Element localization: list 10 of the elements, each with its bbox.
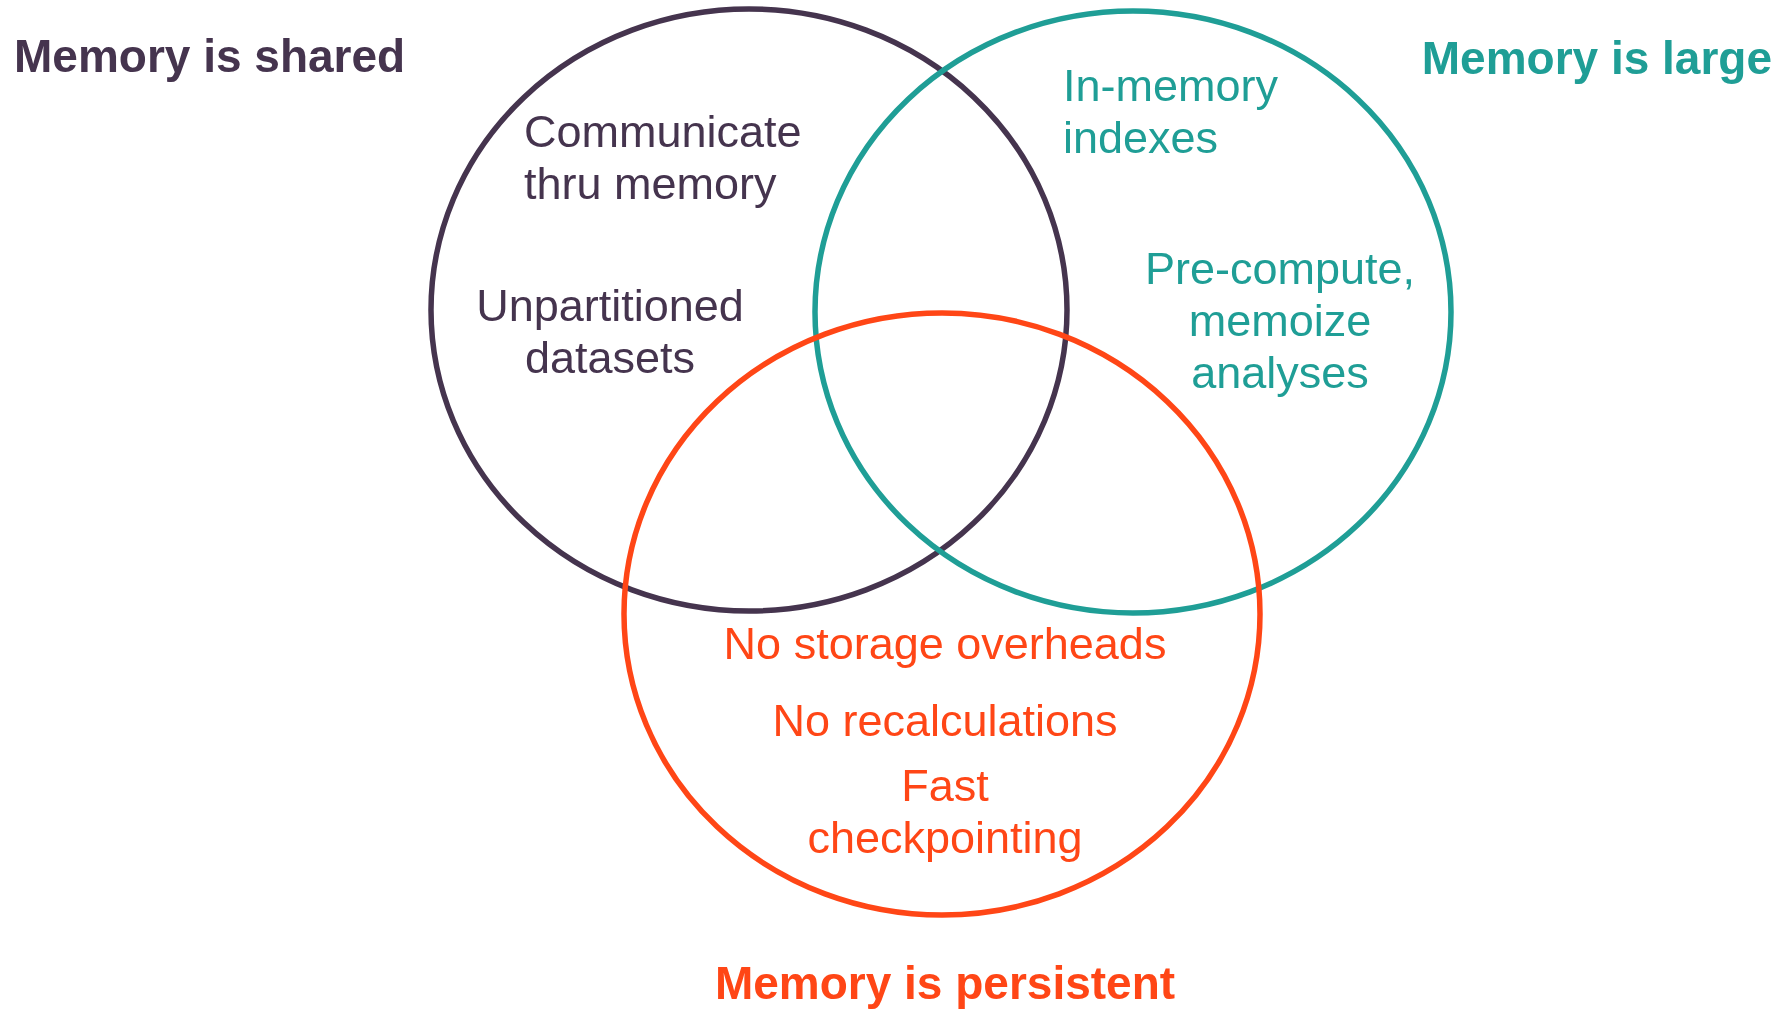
- circle-title: Memory is large: [1420, 32, 1772, 84]
- circle-title: Memory is persistent: [713, 957, 1177, 1009]
- circle-item: Fast checkpointing: [806, 760, 1084, 864]
- circle-item: Pre-compute, memoize analyses: [1143, 243, 1417, 399]
- circle-item: Communicate thru memory: [524, 106, 803, 210]
- circle-item: No storage overheads: [722, 618, 1168, 670]
- circle-item: Unpartitioned datasets: [475, 280, 745, 384]
- circle-title: Memory is shared: [14, 30, 407, 82]
- circle-item: No recalculations: [771, 695, 1119, 747]
- circle-item: In-memory indexes: [1063, 60, 1280, 164]
